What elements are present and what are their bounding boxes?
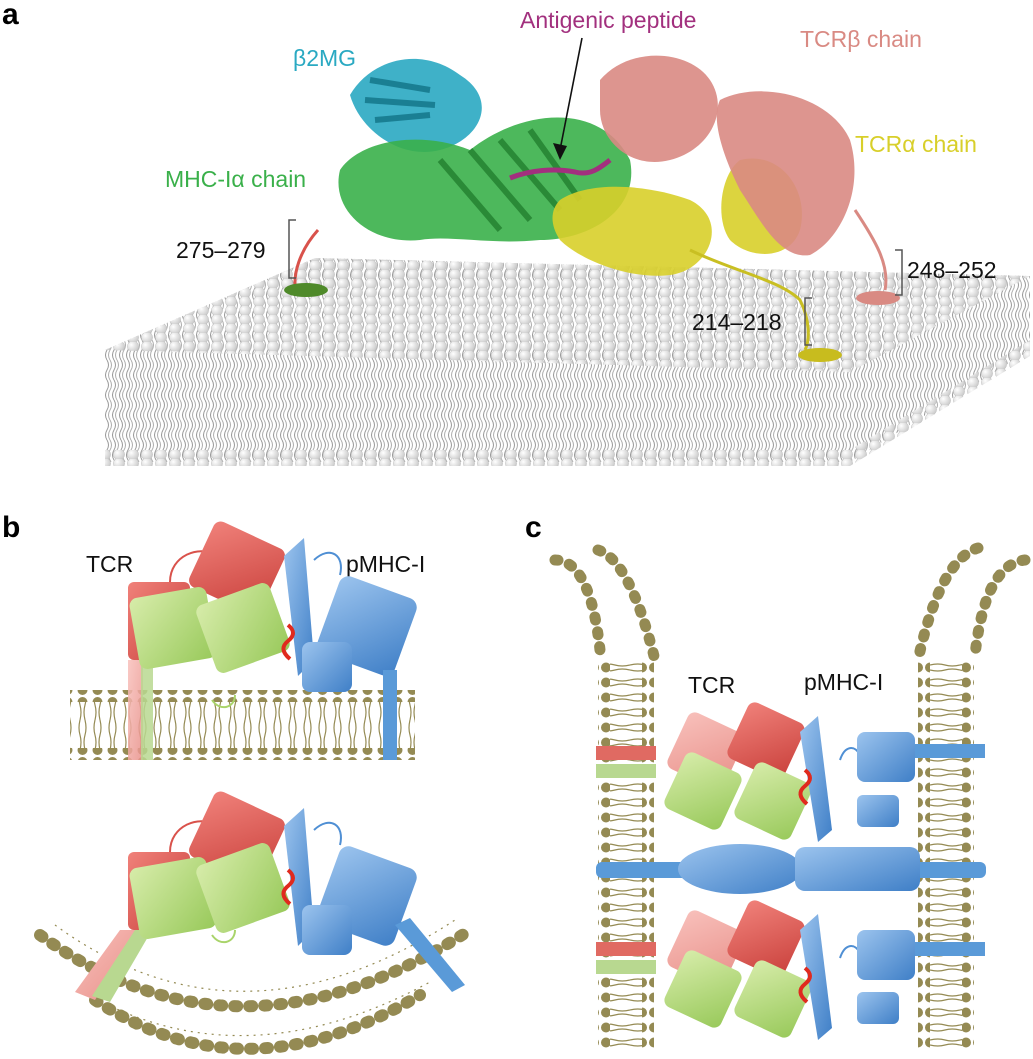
panel-a-letter: a — [2, 0, 19, 31]
label-tcr-alpha: TCRα chain — [855, 131, 977, 157]
label-b2mg: β2MG — [293, 45, 356, 71]
lipid-bilayer-3d — [105, 258, 1030, 466]
c-middle-linker — [678, 844, 920, 894]
c-upper-complex — [662, 700, 915, 842]
label-c-pmhc: pMHC-I — [804, 669, 883, 695]
range-mhc: 275–279 — [176, 237, 266, 263]
b2mg-domain — [350, 59, 482, 152]
panel-c-letter: c — [525, 511, 542, 544]
panel-c: c TCR pMHC-I — [525, 511, 1025, 1052]
label-b-tcr: TCR — [86, 551, 133, 577]
label-tcr-beta: TCRβ chain — [800, 26, 922, 52]
panel-b-letter: b — [2, 511, 20, 544]
lipid-bottom-layer — [105, 450, 850, 466]
label-c-tcr: TCR — [688, 672, 735, 698]
panel-a: a — [2, 0, 1030, 466]
panel-b: b TCR pMHC-I — [2, 511, 470, 1049]
label-antigenic-peptide: Antigenic peptide — [520, 7, 696, 33]
range-alpha: 214–218 — [692, 309, 782, 335]
c-lower-complex — [662, 898, 915, 1040]
range-beta: 248–252 — [907, 257, 997, 283]
b-flat-membrane — [70, 690, 415, 760]
label-b-pmhc: pMHC-I — [346, 551, 425, 577]
c-right-membrane — [918, 548, 1025, 1052]
c-left-membrane — [555, 550, 655, 1052]
label-mhc-alpha: MHC-Iα chain — [165, 166, 306, 192]
